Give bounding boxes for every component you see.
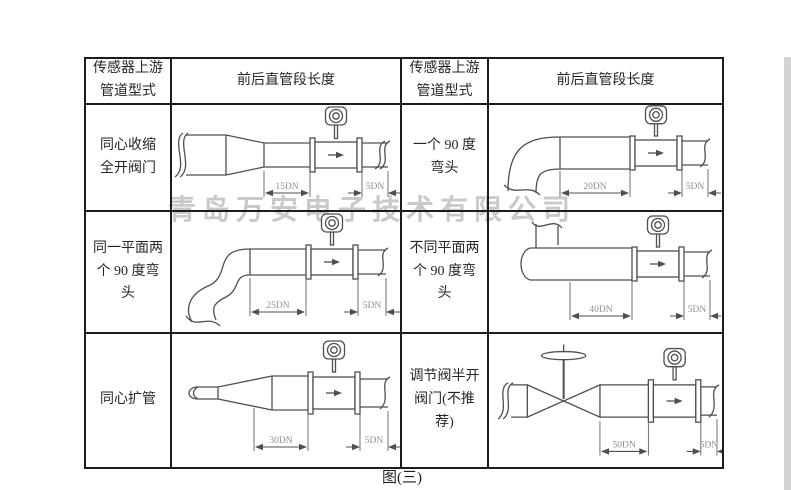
upstream-dim-label: 20DN bbox=[583, 182, 606, 192]
header-straight-length-right: 前后直管段长度 bbox=[489, 59, 722, 105]
sensor-stem bbox=[655, 233, 661, 248]
sensor-stem bbox=[329, 231, 335, 246]
straight-pipe bbox=[530, 247, 632, 281]
upstream-dim-label: 25DN bbox=[266, 301, 289, 311]
dimension-upstream bbox=[559, 171, 631, 197]
pipe-break-symbol bbox=[701, 249, 713, 279]
downstream-pipe bbox=[684, 251, 710, 277]
valve-body bbox=[526, 383, 601, 419]
upstream-dim-label: 40DN bbox=[589, 305, 612, 315]
straight-pipe bbox=[249, 248, 306, 276]
scrollbar-track[interactable] bbox=[784, 57, 791, 490]
pipe-break-symbol bbox=[708, 384, 720, 418]
dimension-upstream bbox=[249, 278, 307, 316]
type-label-concentric-expander: 同心扩管 bbox=[86, 334, 172, 467]
pipe-break-symbol bbox=[374, 140, 391, 170]
downstream-dim-label: 5DN bbox=[366, 182, 385, 192]
straight-pipe-requirements-table: 传感器上游管道型式 前后直管段长度 传感器上游管道型式 前后直管段长度 同心收缩… bbox=[84, 57, 724, 469]
straight-pipe bbox=[263, 142, 310, 168]
dimension-upstream bbox=[569, 282, 633, 320]
pipe-break-symbol bbox=[531, 221, 563, 229]
pipe-break-symbol bbox=[188, 386, 199, 400]
dimension-upstream bbox=[253, 408, 309, 451]
type-label-two-90-elbows-different-planes: 不同平面两个 90 度弯头 bbox=[402, 212, 489, 334]
dimension-downstream bbox=[348, 171, 400, 197]
downstream-dim-label: 5DN bbox=[686, 182, 705, 192]
figure-caption: 图(三) bbox=[382, 470, 422, 486]
flowmeter bbox=[309, 106, 363, 173]
dimension-upstream bbox=[263, 171, 311, 197]
dimension-downstream bbox=[670, 280, 721, 320]
upstream-small-pipe bbox=[198, 386, 218, 400]
reducer-cone bbox=[225, 134, 265, 176]
header-straight-length-left: 前后直管段长度 bbox=[172, 59, 402, 105]
dimension-downstream bbox=[344, 278, 400, 316]
diagram-cell-two-elbows-different-planes: 40DN 5DN bbox=[489, 212, 722, 334]
straight-pipe bbox=[271, 375, 308, 411]
dimension-upstream bbox=[599, 421, 649, 456]
downstream-dim-label: 5DN bbox=[700, 439, 719, 450]
downstream-pipe bbox=[360, 378, 388, 408]
flowmeter bbox=[305, 213, 359, 280]
pipe-end-cap bbox=[520, 247, 531, 281]
flowmeter bbox=[631, 215, 685, 282]
downstream-pipe bbox=[358, 249, 386, 275]
straight-pipe bbox=[599, 384, 649, 418]
downstream-pipe bbox=[700, 386, 717, 416]
dimension-downstream bbox=[346, 411, 400, 451]
diagram-cell-half-open-regulating-valve: 50DN 5DN bbox=[489, 334, 722, 467]
s-curve-pipe bbox=[187, 248, 251, 323]
downstream-dim-label: 5DN bbox=[365, 436, 384, 446]
header-upstream-pipe-type-left: 传感器上游管道型式 bbox=[86, 59, 172, 105]
pipe-break-symbol bbox=[497, 382, 514, 420]
concentric-expander-diagram: 30DN 5DN bbox=[188, 340, 400, 451]
type-label-concentric-reducer-full-open-valve: 同心收缩全开阀门 bbox=[86, 105, 172, 212]
pipe-break-symbol bbox=[379, 376, 391, 410]
dimension-downstream bbox=[668, 169, 721, 197]
header-upstream-pipe-type-right: 传感器上游管道型式 bbox=[402, 59, 489, 105]
flowmeter bbox=[629, 105, 683, 171]
downstream-dim-label: 5DN bbox=[688, 305, 707, 315]
diagram-cell-concentric-expander: 30DN 5DN bbox=[172, 334, 402, 467]
concentric-reducer-diagram: 15DN 5DN bbox=[174, 106, 400, 197]
sensor-stem bbox=[653, 122, 659, 137]
downstream-pipe bbox=[362, 142, 388, 168]
diagram-cell-single-90-elbow: 20DN 5DN bbox=[489, 105, 722, 212]
sensor-stem bbox=[672, 366, 677, 381]
pipe-break-symbol bbox=[174, 132, 189, 178]
half-open-regulating-valve-diagram: 50DN 5DN bbox=[497, 344, 722, 456]
pipe-break-symbol bbox=[699, 138, 711, 168]
single-90-elbow-diagram: 20DN 5DN bbox=[503, 105, 721, 197]
upstream-dim-label: 50DN bbox=[612, 439, 635, 450]
type-label-single-90-elbow: 一个 90 度弯头 bbox=[402, 105, 489, 212]
sensor-stem bbox=[331, 358, 337, 373]
pipe-break-symbol bbox=[377, 247, 389, 277]
expander-cone bbox=[217, 375, 273, 411]
pipe-break-symbol bbox=[503, 184, 541, 196]
flowmeter bbox=[307, 340, 361, 415]
downstream-dim-label: 5DN bbox=[363, 301, 382, 311]
valve-handwheel bbox=[540, 344, 587, 399]
two-elbows-different-planes-diagram: 40DN 5DN bbox=[520, 215, 721, 320]
type-label-two-90-elbows-same-plane: 同一平面两个 90 度弯头 bbox=[86, 212, 172, 334]
upstream-large-pipe bbox=[186, 134, 226, 176]
flowmeter bbox=[647, 347, 702, 423]
diagram-cell-concentric-reducer: 15DN 5DN bbox=[172, 105, 402, 212]
pipe-break-symbol bbox=[185, 315, 221, 327]
elbow-pipe bbox=[507, 136, 561, 194]
two-elbows-same-plane-diagram: 25DN 5DN bbox=[185, 213, 400, 327]
diagram-cell-two-elbows-same-plane: 25DN 5DN bbox=[172, 212, 402, 334]
upstream-pipe bbox=[511, 384, 528, 418]
downstream-pipe bbox=[682, 140, 708, 166]
dimension-downstream bbox=[686, 419, 722, 456]
upstream-dim-label: 30DN bbox=[269, 436, 292, 446]
upstream-dim-label: 15DN bbox=[275, 182, 298, 192]
straight-pipe bbox=[559, 136, 630, 170]
sensor-stem bbox=[333, 124, 339, 140]
type-label-half-open-regulating-valve: 调节阀半开阀门(不推荐) bbox=[402, 334, 489, 467]
out-of-plane-stub bbox=[535, 224, 559, 248]
